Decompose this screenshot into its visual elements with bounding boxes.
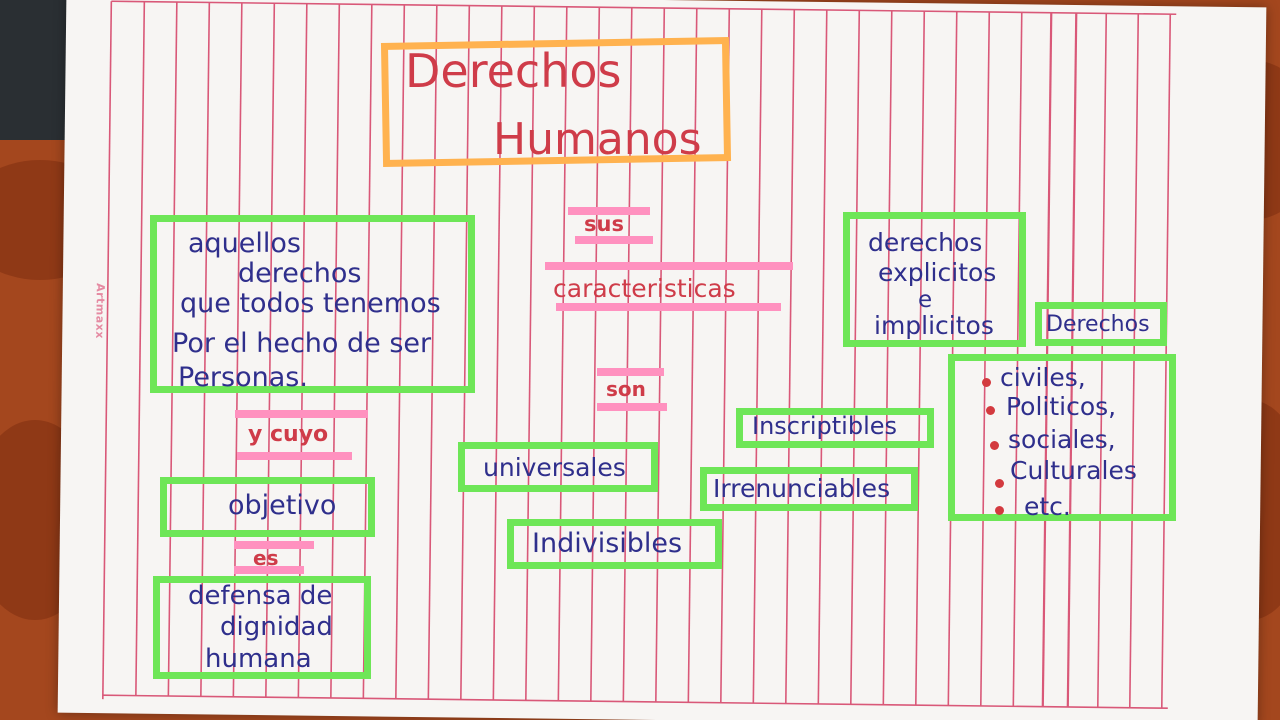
explicit-line-1: derechos [868,228,983,257]
purpose-box [153,576,371,679]
characteristic-box-irrenunciables [700,467,918,511]
definition-line-4: Por el hecho de ser [172,328,432,359]
purpose-line-3: humana [205,644,312,674]
rights-list-box [948,354,1176,521]
rule-line [1160,14,1172,709]
explicit-line-2: explicitos [878,258,997,287]
rule-line [752,9,763,704]
rule-line [687,8,698,703]
rights-title-box [1035,302,1167,346]
rule-line [882,10,893,705]
characteristic-indivisibles: Indivisibles [532,528,683,559]
connector-son: son [606,377,646,401]
rights-item-sociales: sociales, [1008,425,1116,454]
rule-line [785,9,796,704]
rule-line [460,5,471,700]
rule-line [395,4,406,699]
pink-highlight [597,403,667,411]
explicit-rights-box [843,212,1026,347]
purpose-line-2: dignidad [220,612,333,642]
rights-item-civiles: civiles, [1000,363,1086,392]
explicit-line-4: implicitos [874,311,994,340]
rule-line [655,7,666,702]
bullet-dot [986,406,995,415]
definition-box [150,215,475,393]
explicit-line-3: e [918,287,933,313]
definition-line-1: aquellos [188,228,301,259]
rights-item-politicos: Politicos, [1006,392,1117,421]
pink-highlight [234,541,314,549]
connector-y-cuyo: y cuyo [248,422,329,447]
rule-line [590,7,601,702]
characteristic-irrenunciables: Irrenunciables [713,474,891,503]
rule-line [492,6,503,700]
characteristic-box-universales [458,442,658,492]
characteristic-inscriptibles: Inscriptibles [752,412,898,440]
rights-title: Derechos [1046,312,1150,337]
pink-highlight [556,303,781,311]
rule-line [557,6,568,701]
connector-es: es [253,546,279,570]
brand-logo: Artmaxx [93,283,107,339]
rule-line [850,10,861,705]
rule-line [135,1,146,696]
title-line-1: Derechos [405,44,622,98]
connector-caracteristicas: caracteristicas [553,274,736,303]
objective-box [160,477,375,537]
bullet-dot [982,378,991,387]
characteristic-universales: universales [483,453,626,482]
characteristic-box-indivisibles [507,519,722,569]
rule-line [525,6,536,701]
rule-line [720,8,731,703]
rights-item-etc: etc. [1024,492,1071,521]
connector-sus: sus [584,212,624,236]
objective-label: objetivo [228,490,337,521]
pink-highlight [237,452,352,460]
rule-line [915,11,926,706]
bullet-dot [990,441,999,450]
pink-highlight [545,262,793,270]
definition-line-2: derechos [238,258,362,289]
pink-highlight [575,236,653,244]
pink-highlight [235,410,368,418]
pink-highlight [597,368,664,376]
pink-highlight [568,207,650,215]
definition-line-3: que todos tenemos [180,288,441,319]
rule-line [427,5,438,700]
rule-line [622,7,633,702]
bullet-dot [995,479,1004,488]
characteristic-box-inscriptibles [736,408,934,448]
bullet-dot [995,506,1004,515]
rights-item-culturales: Culturales [1010,456,1137,485]
definition-line-5: Personas. [178,362,308,393]
title-line-2: Humanos [493,114,702,165]
rule-line [817,9,828,704]
pink-highlight [234,566,304,574]
purpose-line-1: defensa de [188,581,333,611]
